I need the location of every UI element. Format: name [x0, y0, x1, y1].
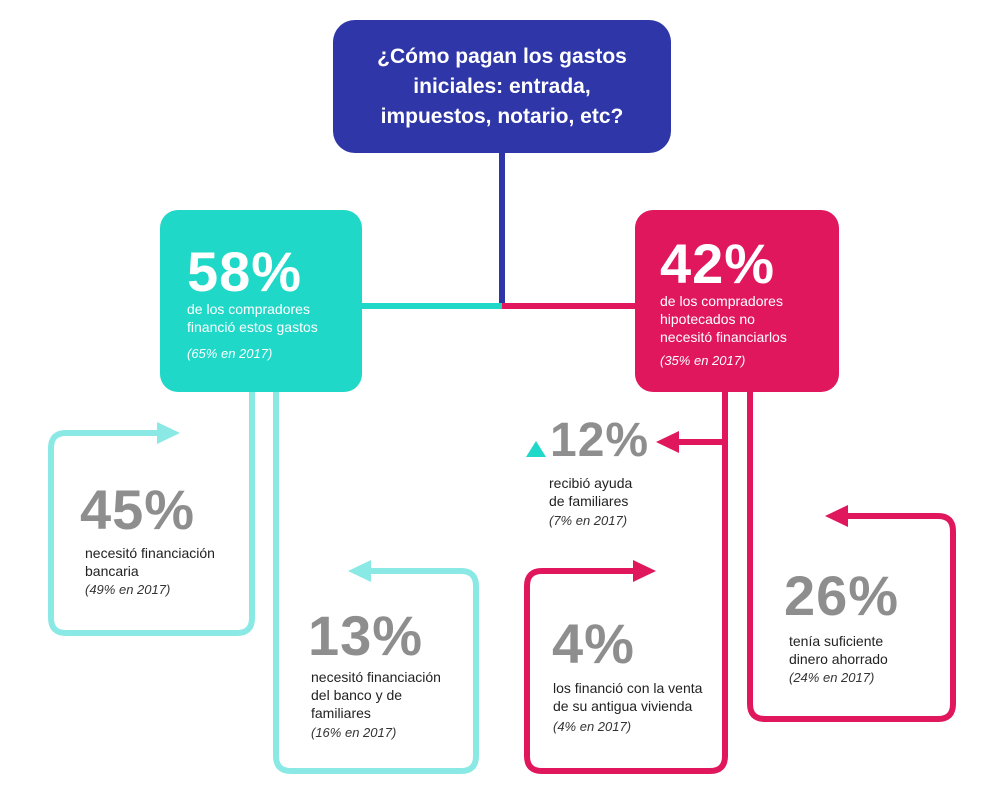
- savings-desc-2: dinero ahorrado: [789, 651, 888, 667]
- connector-bank-family: [273, 392, 479, 774]
- financed-pct: 58%: [187, 240, 303, 303]
- home-sale-desc-2: de su antigua vivienda: [553, 698, 693, 714]
- connector-home-sale: [524, 392, 728, 774]
- savings-desc-1: tenía suficiente: [789, 633, 884, 649]
- bank-family-note: (16% en 2017): [311, 725, 397, 740]
- family-help-desc-2: de familiares: [549, 493, 629, 509]
- not-financed-box: [635, 210, 839, 392]
- family-help-note: (7% en 2017): [549, 513, 628, 528]
- not-financed-note: (35% en 2017): [660, 353, 746, 368]
- arrow-to-bank-family: [348, 560, 371, 582]
- connector-bank: [48, 392, 255, 636]
- financed-box: [160, 210, 362, 392]
- bank-family-pct: 13%: [308, 604, 424, 667]
- arrow-to-family-help: [656, 431, 679, 453]
- home-sale-pct: 4%: [552, 612, 635, 675]
- family-help-desc-1: recibió ayuda: [549, 475, 633, 491]
- bank-family-desc-3: familiares: [311, 705, 371, 721]
- bank-desc-2: bancaria: [85, 563, 139, 579]
- not-financed-pct: 42%: [660, 232, 776, 295]
- financed-desc-2: financió estos gastos: [187, 319, 318, 335]
- connector-savings: [747, 392, 956, 722]
- title-box: ¿Cómo pagan los gastos iniciales: entrad…: [333, 20, 671, 153]
- trend-up-icon-family-help: [526, 441, 546, 457]
- savings-note: (24% en 2017): [789, 670, 875, 685]
- bank-desc-1: necesitó financiación: [85, 545, 215, 561]
- financed-note: (65% en 2017): [187, 346, 273, 361]
- home-sale-desc-1: los financió con la venta: [553, 680, 703, 696]
- arrow-to-home-sale: [633, 560, 656, 582]
- family-help-pct: 12%: [550, 414, 650, 467]
- bank-pct: 45%: [80, 478, 196, 541]
- not-financed-desc-1: de los compradores: [660, 293, 783, 309]
- bank-family-desc-2: del banco y de: [311, 687, 403, 703]
- financed-desc-1: de los compradores: [187, 301, 310, 317]
- bank-family-desc-1: necesitó financiación: [311, 669, 441, 685]
- home-sale-note: (4% en 2017): [553, 719, 632, 734]
- bank-note: (49% en 2017): [85, 582, 171, 597]
- savings-pct: 26%: [784, 564, 900, 627]
- not-financed-desc-2: hipotecados no: [660, 311, 755, 327]
- arrow-to-bank: [157, 422, 180, 444]
- not-financed-desc-3: necesitó financiarlos: [660, 329, 787, 345]
- arrow-to-savings: [825, 505, 848, 527]
- diagram-title: ¿Cómo pagan los gastos iniciales: entrad…: [377, 44, 627, 128]
- connector-family-help: [676, 392, 728, 445]
